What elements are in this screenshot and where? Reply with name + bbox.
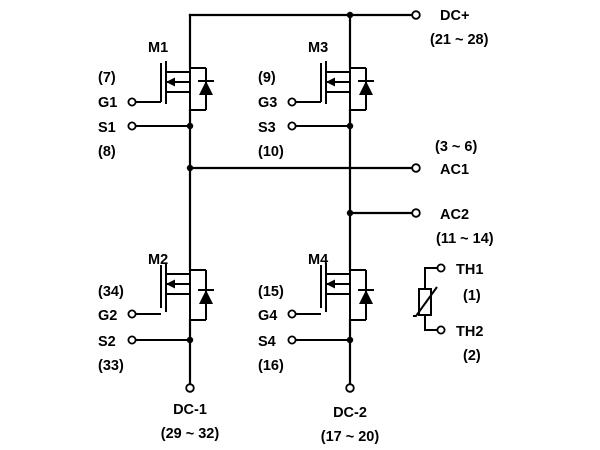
s4-pin-label: (16): [258, 358, 284, 374]
g3-label: G3: [258, 95, 277, 111]
ac2-label: AC2: [440, 207, 469, 223]
s4-terminal: [287, 335, 297, 345]
mosfet-m1: [132, 61, 214, 111]
ac1-pins: (3 ~ 6): [435, 139, 477, 155]
s1-terminal: [127, 121, 137, 131]
thermistor: [413, 267, 438, 331]
junction-dot: [346, 11, 354, 19]
s2-label: S2: [98, 334, 116, 350]
dc-minus-1-terminal: [185, 383, 195, 393]
mosfet-m3: [292, 61, 374, 111]
junction-dot: [346, 209, 354, 217]
g4-pin-label: (15): [258, 284, 284, 300]
ac2-terminal: [411, 208, 421, 218]
g2-terminal: [127, 309, 137, 319]
dc-minus-1-label: DC-1: [173, 402, 207, 418]
thermistor-lead-top: [424, 267, 437, 289]
g1-label: G1: [98, 95, 117, 111]
mosfet-symbol: [292, 61, 374, 111]
s3-terminal: [287, 121, 297, 131]
s4-label: S4: [258, 334, 276, 350]
s2-terminal: [127, 335, 137, 345]
mosfet-symbol: [132, 61, 214, 111]
dc-minus-2-terminal: [345, 383, 355, 393]
thermistor-slash: [413, 286, 438, 317]
mosfet-m4: [292, 263, 374, 321]
m2-label: M2: [148, 252, 168, 268]
g1-terminal: [127, 97, 137, 107]
m1-label: M1: [148, 40, 168, 56]
m4-label: M4: [308, 252, 328, 268]
g3-pin-label: (9): [258, 70, 276, 86]
th1-terminal: [436, 263, 446, 273]
dc-minus-1-pins: (29 ~ 32): [161, 426, 220, 442]
dc-plus-label: DC+: [440, 8, 469, 24]
ac2-pins: (11 ~ 14): [436, 231, 494, 247]
g4-label: G4: [258, 308, 277, 324]
th2-pin-label: (2): [463, 348, 481, 364]
th1-pin-label: (1): [463, 288, 481, 304]
th2-label: TH2: [456, 324, 483, 340]
g4-terminal: [287, 309, 297, 319]
s2-pin-label: (33): [98, 358, 124, 374]
mosfet-symbol: [292, 263, 374, 321]
ac1-label: AC1: [440, 162, 469, 178]
bus-wiring: [186, 11, 414, 386]
dc-plus-pins: (21 ~ 28): [430, 32, 489, 48]
th1-label: TH1: [456, 262, 483, 278]
junction-dot: [186, 164, 194, 172]
thermistor-lead-bottom: [424, 315, 437, 331]
s1-label: S1: [98, 120, 116, 136]
g3-terminal: [287, 97, 297, 107]
th2-terminal: [436, 325, 446, 335]
g2-pin-label: (34): [98, 284, 124, 300]
s3-pin-label: (10): [258, 144, 284, 160]
s3-label: S3: [258, 120, 276, 136]
ac1-terminal: [411, 163, 421, 173]
g2-label: G2: [98, 308, 117, 324]
m3-label: M3: [308, 40, 328, 56]
dc-minus-2-label: DC-2: [333, 405, 367, 421]
dc-plus-terminal: [411, 10, 421, 20]
g1-pin-label: (7): [98, 70, 116, 86]
dc-minus-2-pins: (17 ~ 20): [321, 429, 380, 445]
s1-pin-label: (8): [98, 144, 116, 160]
mosfet-m2: [132, 263, 214, 321]
mosfet-symbol: [132, 263, 214, 321]
